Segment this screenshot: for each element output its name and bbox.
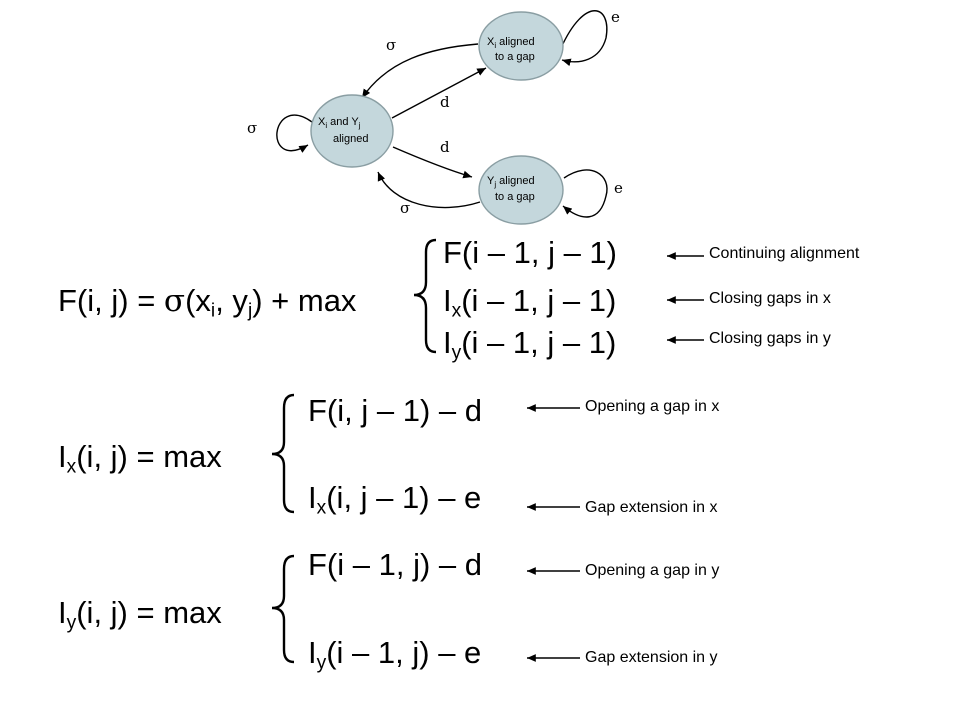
node-xy-aligned-label-line1: Xi and Yj xyxy=(318,116,361,130)
annotation-opening-gap-x: Opening a gap in x xyxy=(585,398,720,415)
node-yj-gap-label-line1: Yj aligned xyxy=(487,175,535,189)
self-loop-center-edge xyxy=(276,114,313,153)
self-loop-bottom-edge xyxy=(562,169,608,218)
node-yj-gap xyxy=(478,155,564,225)
iy-case-opening: F(i – 1, j) – d xyxy=(308,547,482,582)
annotation-closing-gaps-x: Closing gaps in x xyxy=(709,290,831,307)
annotation-closing-gaps-y: Closing gaps in y xyxy=(709,330,831,347)
brace-iy-cases xyxy=(271,554,295,664)
f-equation-lhs: F(i, j) = σ(xi, yj) + max xyxy=(58,283,357,322)
annotation-opening-gap-y: Opening a gap in y xyxy=(585,562,720,579)
annotation-gap-extension-y: Gap extension in y xyxy=(585,649,718,666)
node-xi-gap-label-line1: Xi aligned xyxy=(487,36,535,50)
self-loop-top-edge xyxy=(560,10,608,67)
ix-equation-lhs: Ix(i, j) = max xyxy=(58,439,222,478)
edge-label-self-center: σ xyxy=(247,119,257,137)
edge-label-top-to-center: σ xyxy=(386,36,396,54)
edge-label-center-to-bottom: d xyxy=(440,138,450,156)
f-case-continuing: F(i – 1, j – 1) xyxy=(443,235,617,270)
annotation-gap-extension-x: Gap extension in x xyxy=(585,499,718,516)
center-to-bottom-edge xyxy=(392,146,473,179)
node-xi-gap-label-line2: to a gap xyxy=(495,51,535,63)
edge-label-bottom-to-center: σ xyxy=(400,199,410,217)
edge-label-self-top: e xyxy=(611,8,620,26)
iy-equation-lhs: Iy(i, j) = max xyxy=(58,595,222,634)
node-xy-aligned-label-line2: aligned xyxy=(333,133,368,145)
center-to-top-edge xyxy=(391,67,487,119)
node-xi-gap xyxy=(478,11,564,81)
f-case-closing-x: Ix(i – 1, j – 1) xyxy=(443,283,617,322)
ix-case-opening: F(i, j – 1) – d xyxy=(308,393,482,428)
bottom-to-center-edge xyxy=(377,171,481,209)
edge-label-center-to-top: d xyxy=(440,93,450,111)
f-case-closing-y: Iy(i – 1, j – 1) xyxy=(443,325,617,364)
node-xy-aligned xyxy=(310,94,394,168)
annotation-continuing-alignment: Continuing alignment xyxy=(709,245,860,262)
brace-ix-cases xyxy=(271,393,295,514)
edge-label-self-bottom: e xyxy=(614,179,623,197)
brace-f-cases xyxy=(413,238,437,354)
node-yj-gap-label-line2: to a gap xyxy=(495,191,535,203)
ix-case-extension: Ix(i, j – 1) – e xyxy=(308,480,482,519)
top-to-center-edge xyxy=(361,43,479,99)
iy-case-extension: Iy(i – 1, j) – e xyxy=(308,635,482,674)
